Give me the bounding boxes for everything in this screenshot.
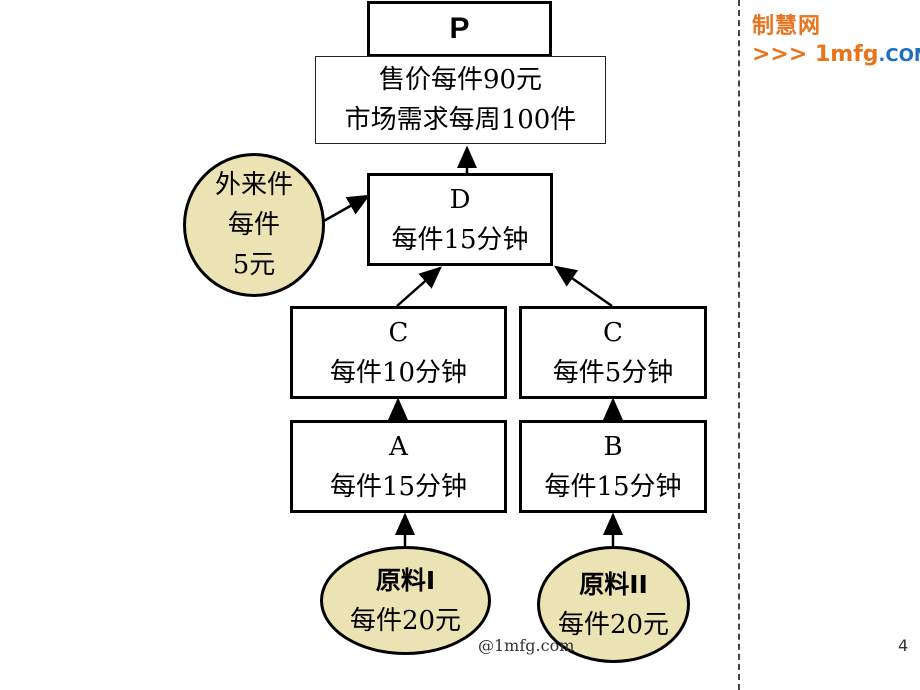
logo-domain: >>> 1mfg.COM: [752, 42, 920, 67]
process-d-box: D 每件15分钟: [367, 173, 553, 266]
process-c1-name: C: [388, 317, 409, 348]
product-p-box: P: [367, 1, 552, 57]
process-a-time: 每件15分钟: [329, 471, 468, 502]
process-c2-box: C 每件5分钟: [519, 306, 707, 399]
process-b-box: B 每件15分钟: [519, 420, 707, 513]
logo-suffix: .COM: [878, 45, 920, 66]
footer-watermark: @1mfg.com: [478, 636, 575, 655]
purchased-part-label: 外来件: [214, 170, 293, 200]
page-divider: [738, 0, 740, 690]
market-demand: 市场需求每周100件: [344, 105, 577, 135]
logo-brand: 1mfg: [814, 42, 879, 67]
process-b-time: 每件15分钟: [544, 471, 682, 502]
process-c2-name: C: [603, 317, 623, 348]
product-label: P: [449, 12, 470, 45]
purchased-part-node: 外来件 每件 5元: [183, 153, 325, 297]
process-b-name: B: [603, 431, 623, 462]
process-d-name: D: [449, 184, 471, 215]
logo-chevrons: >>>: [752, 42, 808, 67]
process-c2-time: 每件5分钟: [552, 357, 674, 388]
raw-material-1-node: 原料I 每件20元: [320, 546, 491, 655]
raw-material-2-node: 原料II 每件20元: [537, 546, 690, 663]
process-c1-box: C 每件10分钟: [290, 306, 507, 399]
process-a-name: A: [389, 431, 408, 462]
purchased-part-unit: 每件: [227, 210, 280, 240]
arrow-c1-to-d: [396, 266, 442, 307]
logo-chinese-name: 制慧网: [752, 14, 822, 39]
market-price: 售价每件90元: [378, 65, 543, 95]
market-info-box: 售价每件90元 市场需求每周100件: [315, 56, 606, 144]
raw-material-1-cost: 每件20元: [349, 605, 462, 636]
arrow-purchased-to-d: [321, 194, 371, 224]
raw-material-1-name: 原料I: [375, 565, 436, 595]
page-number: 4: [898, 636, 909, 655]
raw-material-2-name: 原料II: [579, 569, 648, 599]
process-a-box: A 每件15分钟: [290, 420, 507, 513]
purchased-part-cost: 5元: [232, 250, 276, 280]
process-c1-time: 每件10分钟: [329, 357, 468, 388]
arrow-c2-to-d: [553, 265, 613, 308]
site-logo: 制慧网 >>> 1mfg.COM: [752, 8, 920, 67]
raw-material-2-cost: 每件20元: [557, 609, 670, 640]
process-d-time: 每件15分钟: [391, 224, 529, 255]
